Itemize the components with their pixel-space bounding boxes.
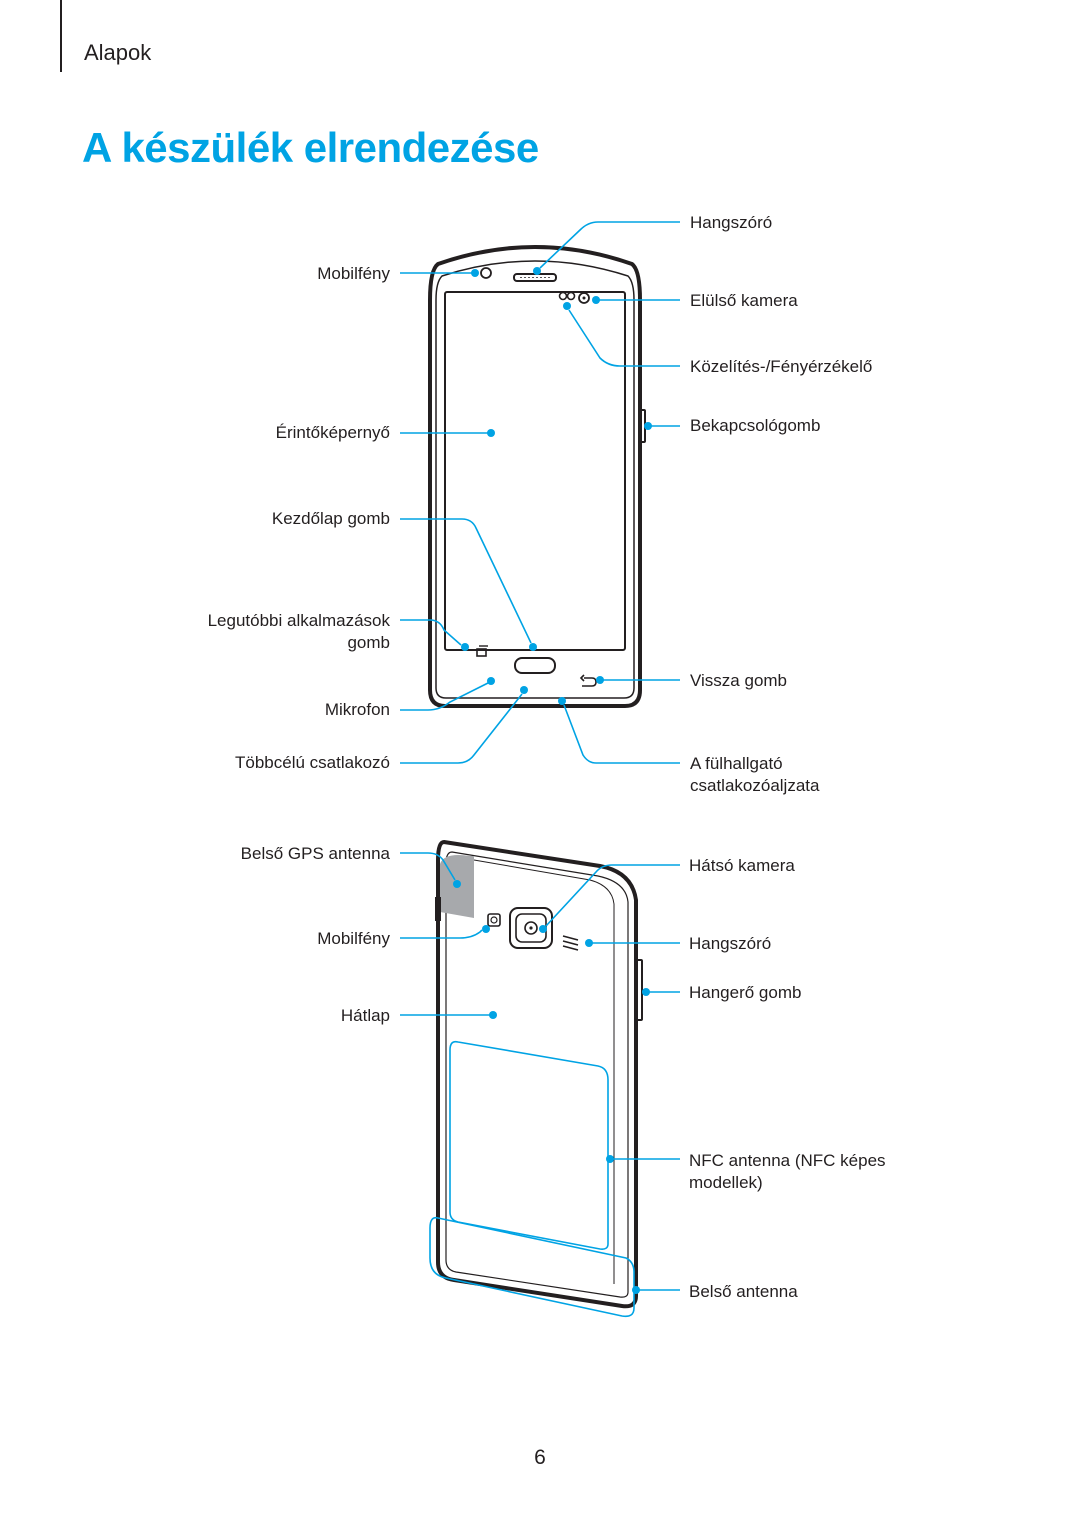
page-number: 6 — [534, 1446, 546, 1469]
phone-front — [428, 245, 646, 708]
label-mikrofon: Mikrofon — [325, 700, 390, 719]
label-belso-antenna: Belső antenna — [689, 1282, 798, 1301]
margin-rule — [60, 0, 62, 72]
home-button — [514, 657, 556, 674]
label-vissza: Vissza gomb — [690, 671, 787, 690]
label-bekapcsologomb: Bekapcsológomb — [690, 416, 820, 435]
label-legutobbi-line1: Legutóbbi alkalmazások — [208, 611, 391, 630]
proximity-sensor-icon — [558, 291, 568, 301]
label-nfc-line2: modellek) — [689, 1173, 763, 1192]
label-hangszoro-back: Hangszóró — [689, 934, 771, 953]
label-kozelites: Közelítés-/Fényérzékelő — [690, 357, 872, 376]
rear-camera-housing — [509, 907, 553, 949]
label-kezdolap: Kezdőlap gomb — [272, 509, 390, 528]
label-nfc-line1: NFC antenna (NFC képes — [689, 1151, 886, 1170]
volume-key — [635, 959, 643, 1021]
label-gps-antenna: Belső GPS antenna — [241, 844, 391, 863]
page-title: A készülék elrendezése — [82, 124, 539, 171]
label-hangero: Hangerő gomb — [689, 983, 801, 1002]
label-erintokepernyo: Érintőképernyő — [276, 423, 390, 442]
label-mobilfeny-back: Mobilfény — [317, 929, 390, 948]
label-hangszoro-front: Hangszóró — [690, 213, 772, 232]
rear-flash-icon — [487, 913, 501, 927]
label-legutobbi-line2: gomb — [347, 633, 390, 652]
front-camera-icon — [578, 292, 590, 304]
back-button-icon — [579, 674, 597, 687]
section-label: Alapok — [84, 40, 152, 65]
recents-button-icon — [476, 648, 487, 657]
rear-camera-icon — [524, 921, 538, 935]
label-mobilfeny-front: Mobilfény — [317, 264, 390, 283]
front-flash-icon — [480, 267, 492, 279]
label-hatso-kamera: Hátsó kamera — [689, 856, 795, 875]
nfc-antenna-outline — [449, 1040, 609, 1250]
internal-antenna-outline — [429, 1216, 635, 1318]
phone-back — [435, 839, 643, 1309]
back-leaders — [400, 852, 680, 1294]
rear-speaker-icon — [562, 935, 579, 951]
label-hatlap: Hátlap — [341, 1006, 390, 1025]
label-fulhallgato-line2: csatlakozóaljzata — [690, 776, 820, 795]
label-tobbcelu: Többcélú csatlakozó — [235, 753, 390, 772]
label-fulhallgato-line1: A fülhallgató — [690, 754, 783, 773]
label-elulso-kamera: Elülső kamera — [690, 291, 798, 310]
front-leaders — [400, 221, 680, 764]
